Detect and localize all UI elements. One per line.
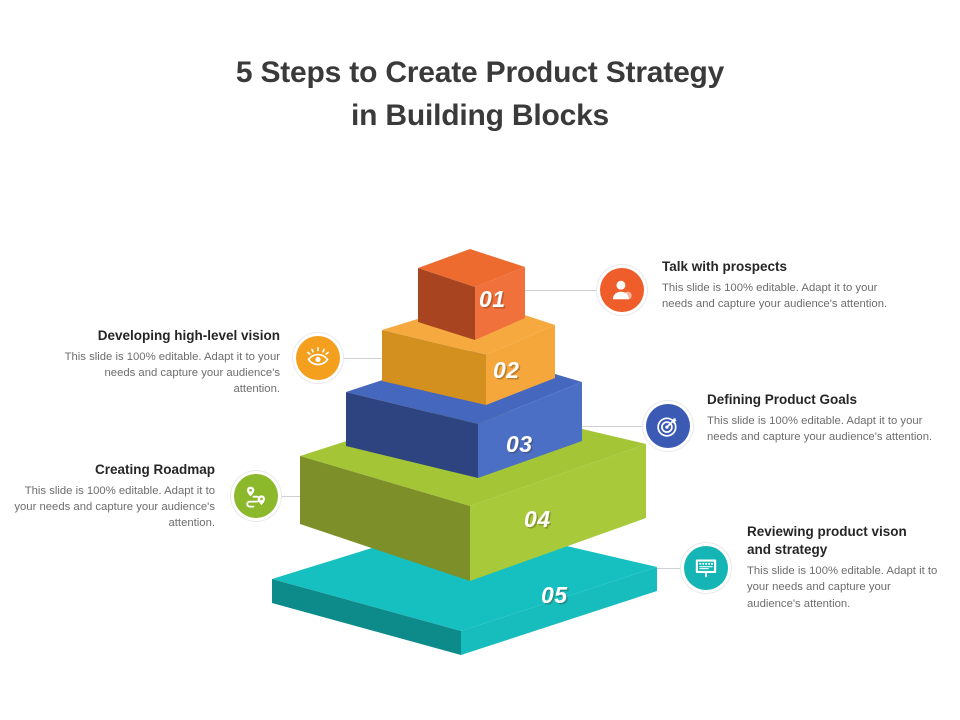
callout-04-body: This slide is 100% editable. Adapt it to… <box>14 485 215 530</box>
block-number-03: 03 <box>506 431 533 457</box>
person-icon[interactable] <box>600 268 644 312</box>
connector-line-05 <box>655 568 691 569</box>
callout-05-title: Reviewing product vison and strategy <box>747 523 943 559</box>
callout-01-body: This slide is 100% editable. Adapt it to… <box>662 282 888 311</box>
callout-05[interactable]: Reviewing product vison and strategy Thi… <box>747 523 943 612</box>
pyramid-block-02 <box>382 300 555 405</box>
callout-05-body: This slide is 100% editable. Adapt it to… <box>747 565 938 610</box>
page-title: 5 Steps to Create Product Strategy in Bu… <box>130 52 830 137</box>
connector-line-01 <box>525 290 605 291</box>
callout-05-title-line-1: Reviewing product vison <box>747 524 907 539</box>
pyramid-block-01 <box>418 249 525 340</box>
block-number-04: 04 <box>524 506 551 532</box>
connector-line-04 <box>276 496 334 497</box>
callout-02-title: Developing high-level vision <box>97 328 280 343</box>
block-number-02: 02 <box>493 357 520 383</box>
block-number-01: 01 <box>479 286 506 312</box>
pyramid-block-04 <box>300 402 646 581</box>
connector-line-03 <box>580 426 652 427</box>
route-map-icon[interactable] <box>234 474 278 518</box>
callout-03[interactable]: Defining Product Goals This slide is 100… <box>707 391 933 445</box>
connector-line-02 <box>340 358 405 359</box>
callout-01[interactable]: Talk with prospects This slide is 100% e… <box>662 258 910 312</box>
callout-04-title: Creating Roadmap <box>94 462 215 477</box>
pyramid-block-03 <box>346 350 582 478</box>
callout-03-body: This slide is 100% editable. Adapt it to… <box>707 415 933 444</box>
page-title-line-1: 5 Steps to Create Product Strategy <box>235 56 725 89</box>
block-number-05: 05 <box>541 582 568 608</box>
pyramid-block-05 <box>272 521 657 655</box>
presentation-board-icon[interactable] <box>684 546 728 590</box>
callout-02-body: This slide is 100% editable. Adapt it to… <box>64 351 280 396</box>
callout-01-title: Talk with prospects <box>662 259 788 274</box>
callout-04[interactable]: Creating Roadmap This slide is 100% edit… <box>10 461 215 531</box>
target-icon[interactable] <box>646 404 690 448</box>
callout-02[interactable]: Developing high-level vision This slide … <box>62 327 280 397</box>
callout-05-title-line-2: and strategy <box>747 542 828 558</box>
eye-icon[interactable] <box>296 336 340 380</box>
page-title-line-2: in Building Blocks <box>350 98 610 132</box>
callout-03-title: Defining Product Goals <box>707 392 858 407</box>
